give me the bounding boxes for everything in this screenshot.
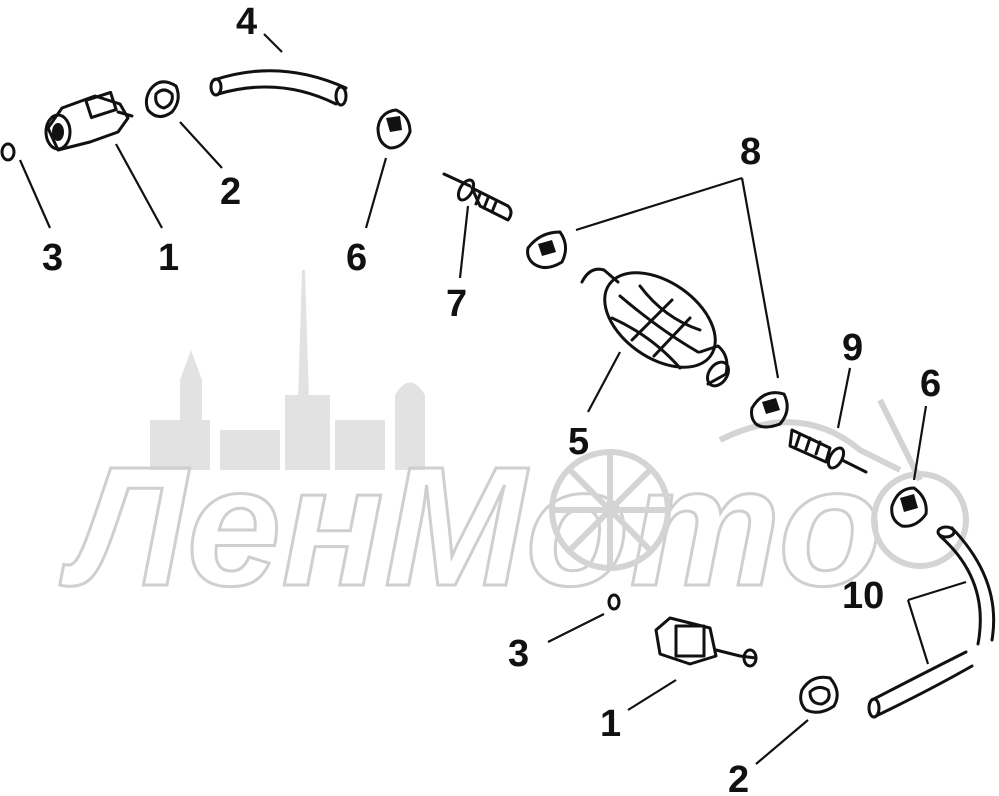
callout-2-top: 2 <box>220 171 241 213</box>
o-ring-top <box>0 142 16 162</box>
callout-4-top: 4 <box>236 1 257 43</box>
watermark-skyline <box>150 270 425 470</box>
callout-10: 10 <box>842 575 884 617</box>
clamp-bottom <box>799 675 839 714</box>
clamp-eight-lower <box>750 391 789 429</box>
clamp-six-top <box>376 108 412 150</box>
callout-3-top: 3 <box>42 237 63 279</box>
callout-8: 8 <box>740 131 761 173</box>
callout-6-bottom: 6 <box>920 363 941 405</box>
fitting-seven <box>442 172 513 222</box>
callout-labels: 4 2 3 1 6 7 8 5 9 6 10 3 1 2 <box>42 1 941 796</box>
hose-top <box>209 69 348 107</box>
leader-lines <box>18 33 967 765</box>
callout-1-top: 1 <box>158 237 179 279</box>
hose-ten <box>867 525 996 719</box>
connector-bottom <box>654 616 758 668</box>
callout-5: 5 <box>568 421 589 463</box>
callout-1-bottom: 1 <box>600 703 621 745</box>
callout-6-top: 6 <box>346 237 367 279</box>
fitting-nine <box>788 428 868 474</box>
watermark-text: ЛенМото <box>59 432 882 622</box>
connector-top <box>44 90 134 152</box>
clamp-top <box>144 80 180 118</box>
o-ring-bottom <box>607 593 621 611</box>
callout-2-bottom: 2 <box>728 759 749 796</box>
callout-7: 7 <box>446 283 467 325</box>
clamp-six-lower <box>890 486 928 528</box>
watermark: ЛенМото <box>58 270 969 624</box>
primer-bulb <box>580 267 730 388</box>
callout-3-bottom: 3 <box>508 633 529 675</box>
clamp-eight-upper <box>526 230 567 269</box>
callout-9: 9 <box>842 327 863 369</box>
